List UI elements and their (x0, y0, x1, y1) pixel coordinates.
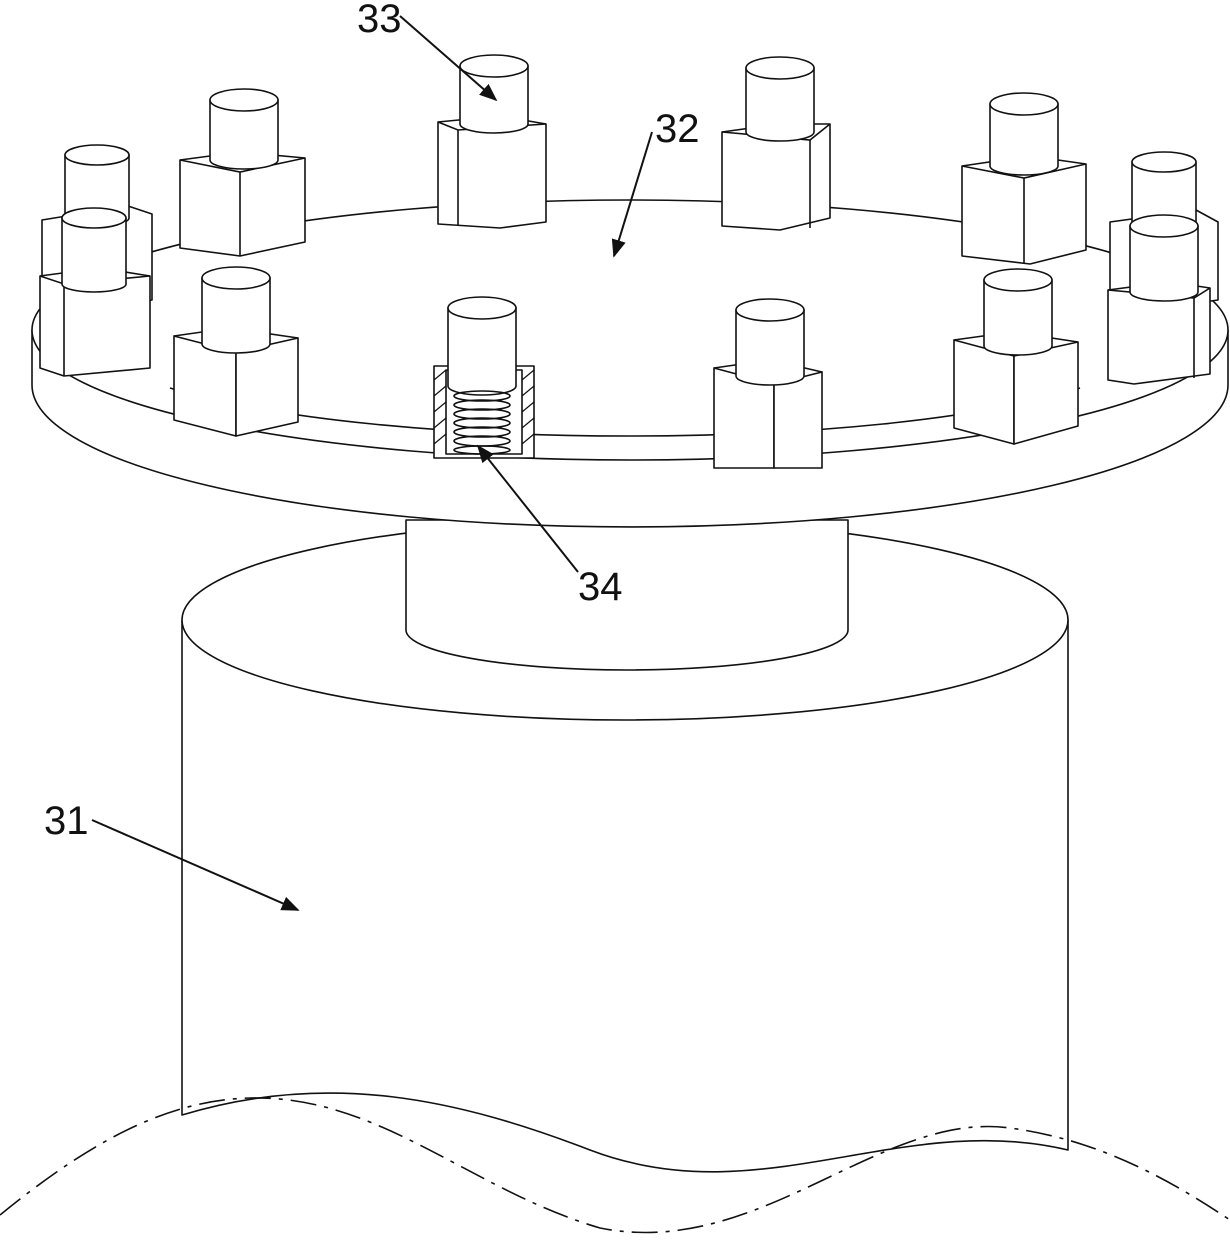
peg-front-left-outer (39, 207, 151, 377)
label-31: 31 (44, 799, 89, 843)
turntable-disc (31, 199, 1229, 528)
callout-31: 31 (44, 799, 300, 911)
callout-33: 33 (357, 0, 498, 102)
spring-seat-hatching (433, 369, 535, 445)
neck-shaft (405, 519, 849, 671)
label-32: 32 (655, 107, 700, 151)
peg-front-right-2 (953, 268, 1079, 445)
callout-34: 34 (476, 444, 623, 609)
label-34: 34 (578, 565, 623, 609)
peg-front-right (713, 298, 823, 469)
peg-front-left (173, 266, 299, 437)
peg-back-right (961, 92, 1087, 265)
peg-back-left (179, 88, 306, 257)
label-33: 33 (357, 0, 402, 41)
break-line (0, 1097, 1230, 1234)
callout-32: 32 (611, 107, 700, 258)
peg-front-right-outer (1107, 214, 1211, 385)
peg-back-center-right (721, 56, 831, 231)
peg-back-center-left (437, 54, 547, 229)
spring-seat-assembly (433, 296, 535, 459)
